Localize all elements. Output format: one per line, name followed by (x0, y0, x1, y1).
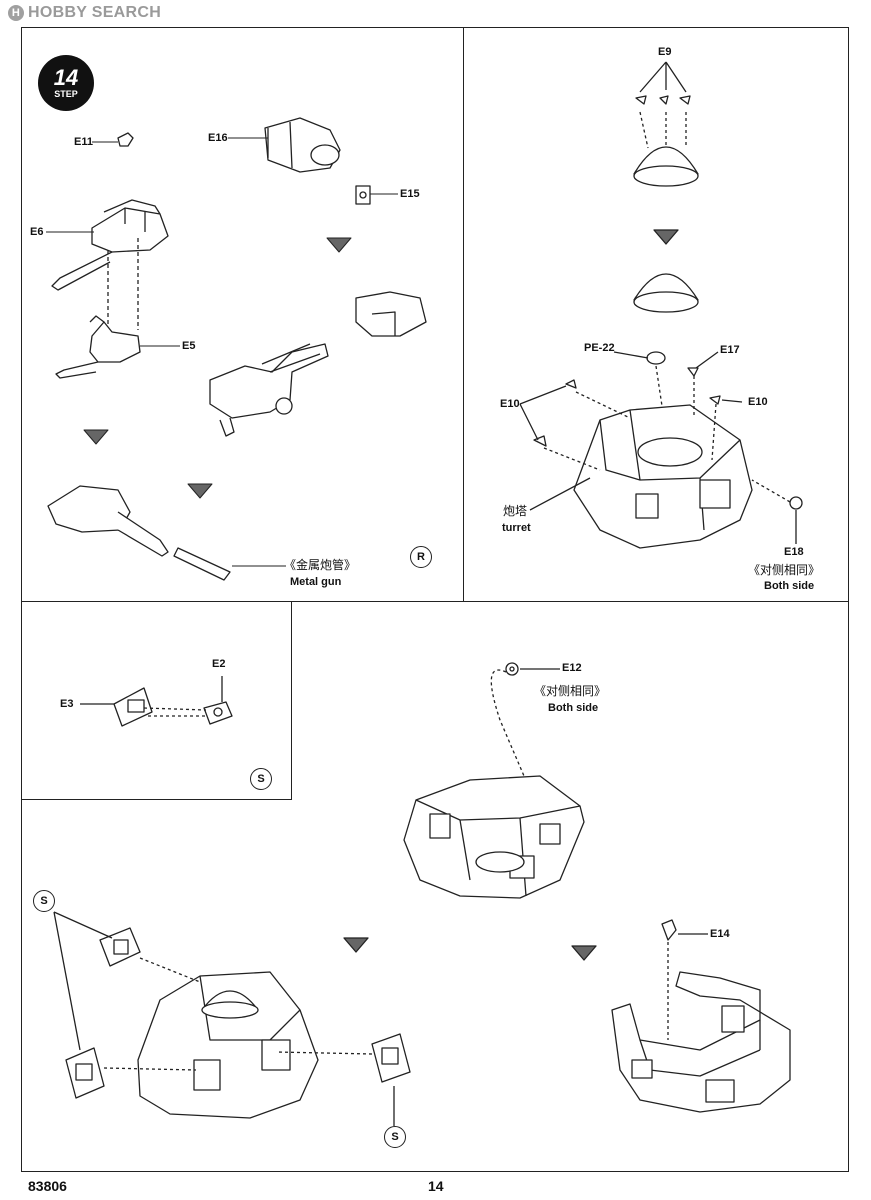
label-e2: E2 (212, 658, 226, 670)
label-e17: E17 (720, 344, 740, 356)
label-e6: E6 (30, 226, 44, 238)
panel-turret-body (21, 601, 849, 1172)
label-e10-right: E10 (748, 396, 768, 408)
watermark-text: HOBBY SEARCH (28, 4, 162, 21)
logo-icon: H (8, 5, 24, 21)
label-pe22: PE-22 (584, 342, 615, 354)
label-e9: E9 (658, 46, 672, 58)
page-number: 14 (428, 1178, 444, 1194)
both-side-en-bottom: Both side (548, 702, 599, 714)
label-e11: E11 (74, 136, 93, 148)
label-e14: E14 (710, 928, 730, 940)
both-side-cn-bottom: 《对侧相同》 (534, 684, 607, 698)
marker-s-left: S (33, 890, 55, 912)
marker-s-periscope: S (250, 768, 272, 790)
both-side-cn-top: 《对侧相同》 (748, 563, 821, 577)
metal-gun-cn: 《金属炮管》 (284, 558, 357, 572)
step-word: STEP (54, 89, 78, 99)
watermark: H HOBBY SEARCH (8, 4, 161, 22)
label-e16: E16 (208, 132, 228, 144)
marker-r: R (410, 546, 432, 568)
label-e5: E5 (182, 340, 196, 352)
turret-en: turret (502, 522, 531, 534)
label-e12: E12 (562, 662, 582, 674)
marker-s-bottom: S (384, 1126, 406, 1148)
label-e3: E3 (60, 698, 74, 710)
metal-gun-en: Metal gun (290, 576, 342, 588)
both-side-en-top: Both side (764, 580, 815, 592)
step-badge: 14 STEP (38, 55, 94, 111)
turret-cn: 炮塔 (503, 504, 528, 518)
label-e18: E18 (784, 546, 804, 558)
product-code: 83806 (28, 1178, 67, 1194)
label-e10-left: E10 (500, 398, 520, 410)
step-number: 14 (53, 65, 79, 90)
panel-turret-top (463, 27, 849, 602)
label-e15: E15 (400, 188, 420, 200)
